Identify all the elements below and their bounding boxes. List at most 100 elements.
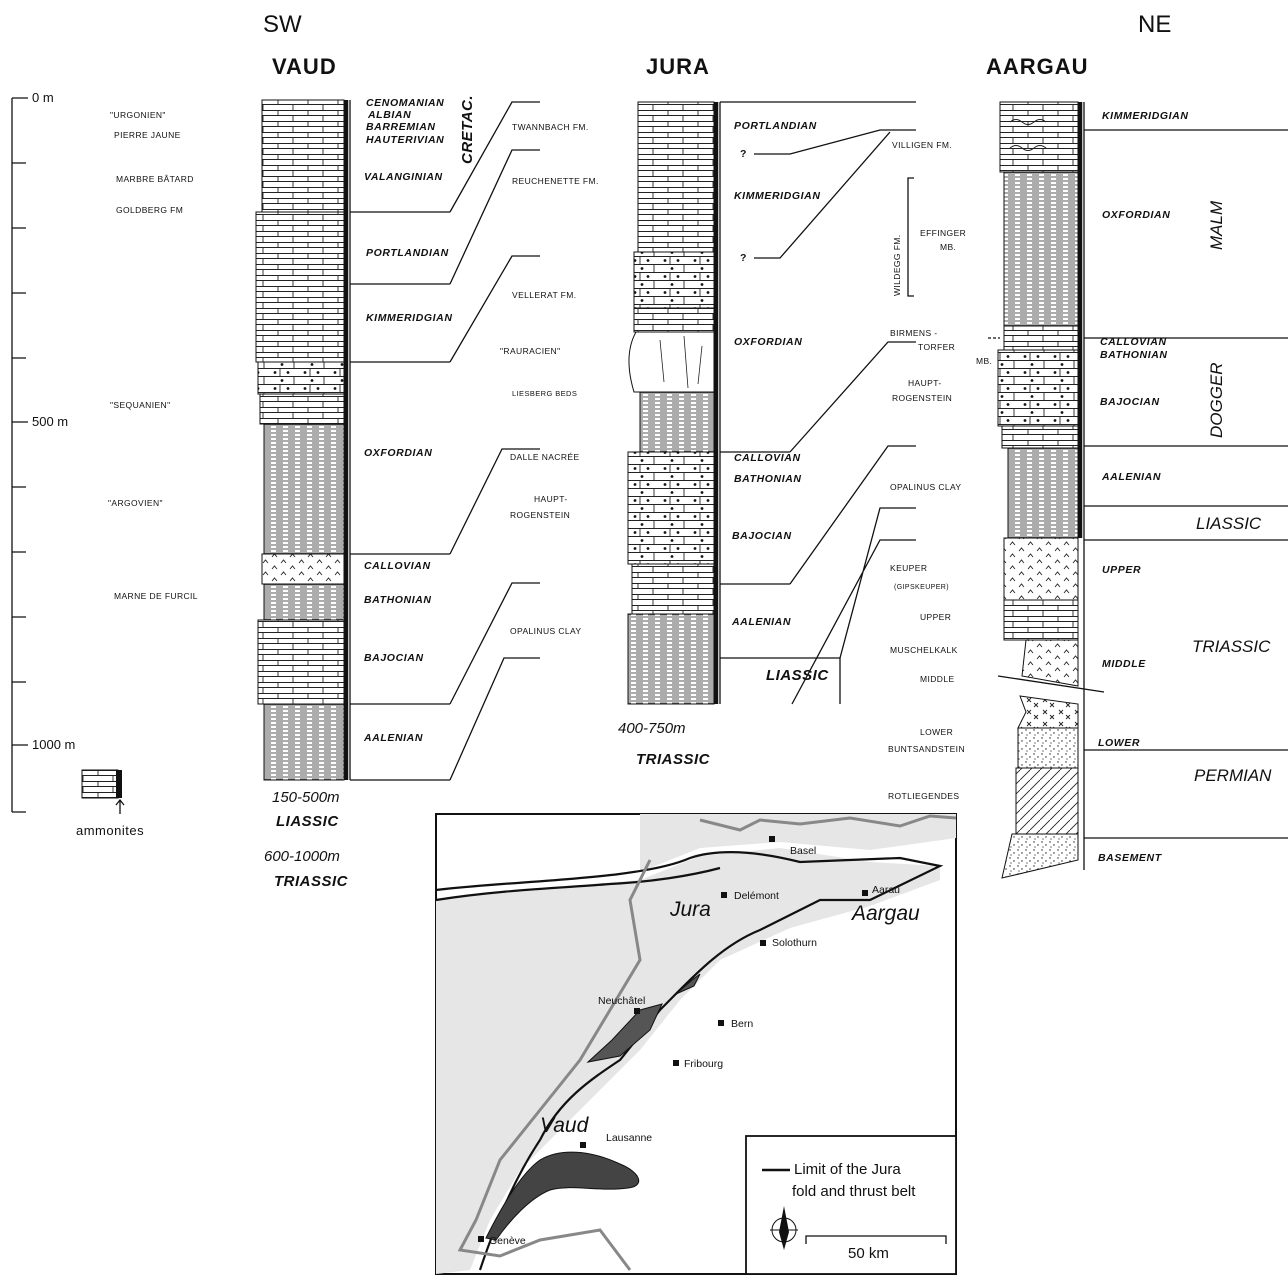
ammonites-label: ammonites: [76, 823, 144, 838]
jura-column: [627, 101, 841, 705]
svg-text:BAJOCIAN: BAJOCIAN: [732, 530, 792, 542]
svg-text:BATHONIAN: BATHONIAN: [734, 473, 802, 485]
svg-text:TWANNBACH FM.: TWANNBACH FM.: [512, 122, 589, 132]
svg-text:LOWER: LOWER: [1098, 737, 1140, 749]
scale-bar-label: 50 km: [848, 1245, 889, 1262]
svg-text:BASEMENT: BASEMENT: [1098, 852, 1163, 864]
svg-text:AALENIAN: AALENIAN: [731, 616, 791, 628]
thickness-scale: 0 m 500 m 1000 m: [11, 90, 75, 813]
svg-text:KIMMERIDGIAN: KIMMERIDGIAN: [366, 312, 453, 324]
svg-text:MB.: MB.: [976, 356, 992, 366]
vaud-column: [255, 99, 450, 781]
query-mark-1: ?: [740, 148, 747, 160]
svg-text:MIDDLE: MIDDLE: [1102, 658, 1146, 670]
svg-text:HAUTERIVIAN: HAUTERIVIAN: [366, 134, 444, 146]
scale-label-1000: 1000 m: [32, 737, 75, 752]
svg-text:HAUPT-: HAUPT-: [908, 378, 942, 388]
svg-text:PERMIAN: PERMIAN: [1194, 766, 1272, 785]
svg-text:UPPER: UPPER: [1102, 564, 1141, 576]
svg-text:ROGENSTEIN: ROGENSTEIN: [510, 510, 570, 520]
svg-text:OXFORDIAN: OXFORDIAN: [1102, 209, 1170, 221]
svg-text:BAJOCIAN: BAJOCIAN: [364, 652, 424, 664]
svg-text:CALLOVIAN: CALLOVIAN: [734, 452, 801, 464]
jura-formation-labels: TWANNBACH FM. REUCHENETTE FM. VELLERAT F…: [500, 122, 598, 636]
svg-text:"SEQUANIEN": "SEQUANIEN": [110, 400, 171, 410]
svg-text:ALBIAN: ALBIAN: [367, 109, 411, 121]
svg-text:LIASSIC: LIASSIC: [766, 667, 829, 684]
vaud-thickness: 150-500m LIASSIC 600-1000m TRIASSIC: [264, 789, 348, 890]
svg-text:BARREMIAN: BARREMIAN: [366, 121, 436, 133]
svg-text:Aarau: Aarau: [872, 884, 900, 896]
svg-text:LOWER: LOWER: [920, 727, 953, 737]
svg-text:OPALINUS CLAY: OPALINUS CLAY: [510, 626, 582, 636]
svg-text:PIERRE JAUNE: PIERRE JAUNE: [114, 130, 181, 140]
svg-text:KIMMERIDGIAN: KIMMERIDGIAN: [734, 190, 821, 202]
svg-text:150-500m: 150-500m: [272, 789, 340, 806]
svg-text:DALLE NACRÉE: DALLE NACRÉE: [510, 452, 580, 462]
svg-text:VELLERAT FM.: VELLERAT FM.: [512, 290, 576, 300]
svg-text:VALANGINIAN: VALANGINIAN: [364, 171, 443, 183]
scale-label-0: 0 m: [32, 90, 54, 105]
svg-text:Bern: Bern: [731, 1018, 753, 1030]
svg-text:VILLIGEN FM.: VILLIGEN FM.: [892, 140, 952, 150]
aargau-formation-labels: VILLIGEN FM. WILDEGG FM. EFFINGER MB. BI…: [888, 140, 1000, 801]
svg-text:DOGGER: DOGGER: [1207, 362, 1226, 438]
svg-text:LIASSIC: LIASSIC: [276, 813, 339, 830]
svg-text:(GIPSKEUPER): (GIPSKEUPER): [894, 584, 949, 591]
svg-text:400-750m: 400-750m: [618, 720, 686, 737]
svg-text:BAJOCIAN: BAJOCIAN: [1100, 396, 1160, 408]
aargau-title: AARGAU: [986, 54, 1089, 79]
svg-text:ROGENSTEIN: ROGENSTEIN: [892, 393, 952, 403]
svg-text:Limit of the Jura: Limit of the Jura: [794, 1161, 901, 1178]
jura-thickness: 400-750m TRIASSIC: [618, 720, 711, 768]
svg-text:MUSCHELKALK: MUSCHELKALK: [890, 645, 958, 655]
svg-text:MALM: MALM: [1207, 200, 1226, 250]
svg-text:MARNE DE FURCIL: MARNE DE FURCIL: [114, 591, 198, 601]
svg-text:Neuchâtel: Neuchâtel: [598, 995, 645, 1007]
svg-text:UPPER: UPPER: [920, 612, 951, 622]
scale-label-500: 500 m: [32, 414, 68, 429]
vaud-jura-correlation-lines: [449, 101, 540, 781]
svg-text:Lausanne: Lausanne: [606, 1132, 652, 1144]
svg-text:CENOMANIAN: CENOMANIAN: [366, 97, 444, 109]
direction-sw: SW: [263, 11, 302, 38]
svg-text:LIESBERG BEDS: LIESBERG BEDS: [512, 389, 577, 398]
svg-text:Basel: Basel: [790, 845, 816, 857]
ammonite-legend: ammonites: [76, 769, 144, 838]
svg-text:EFFINGER: EFFINGER: [920, 228, 966, 238]
svg-text:PORTLANDIAN: PORTLANDIAN: [366, 247, 449, 259]
svg-text:LIASSIC: LIASSIC: [1196, 514, 1262, 533]
svg-text:CALLOVIAN: CALLOVIAN: [1100, 336, 1167, 348]
direction-ne: NE: [1138, 11, 1171, 38]
vaud-stage-labels: CENOMANIAN ALBIAN BARREMIAN HAUTERIVIAN …: [363, 95, 476, 744]
svg-text:MIDDLE: MIDDLE: [920, 674, 955, 684]
aargau-stage-labels: KIMMERIDGIAN OXFORDIAN CALLOVIAN BATHONI…: [1098, 110, 1189, 864]
svg-text:OPALINUS CLAY: OPALINUS CLAY: [890, 482, 962, 492]
svg-text:MB.: MB.: [940, 242, 956, 252]
svg-text:TRIASSIC: TRIASSIC: [636, 751, 711, 768]
svg-text:TORFER: TORFER: [918, 342, 955, 352]
svg-text:"URGONIEN": "URGONIEN": [110, 110, 166, 120]
vaud-title: VAUD: [272, 54, 337, 79]
jura-title: JURA: [646, 54, 710, 79]
svg-text:Genève: Genève: [489, 1235, 526, 1247]
svg-text:TRIASSIC: TRIASSIC: [1192, 637, 1271, 656]
north-arrow-icon: [770, 1206, 798, 1250]
svg-text:GOLDBERG FM: GOLDBERG FM: [116, 205, 183, 215]
svg-text:KIMMERIDGIAN: KIMMERIDGIAN: [1102, 110, 1189, 122]
vaud-formation-labels: "URGONIEN" PIERRE JAUNE MARBRE BÂTARD GO…: [108, 110, 198, 601]
svg-text:HAUPT-: HAUPT-: [534, 494, 568, 504]
svg-text:BIRMENS -: BIRMENS -: [890, 328, 938, 338]
jura-stage-labels: PORTLANDIAN KIMMERIDGIAN OXFORDIAN CALLO…: [731, 120, 829, 684]
location-map: Basel Delémont Aarau Solothurn Neuchâtel…: [435, 813, 957, 1275]
svg-text:OXFORDIAN: OXFORDIAN: [364, 447, 432, 459]
svg-text:PORTLANDIAN: PORTLANDIAN: [734, 120, 817, 132]
svg-text:"RAURACIEN": "RAURACIEN": [500, 346, 561, 356]
svg-text:Solothurn: Solothurn: [772, 937, 817, 949]
svg-text:AALENIAN: AALENIAN: [1101, 471, 1161, 483]
svg-text:Fribourg: Fribourg: [684, 1058, 723, 1070]
svg-text:fold and thrust belt: fold and thrust belt: [792, 1183, 916, 1200]
svg-text:600-1000m: 600-1000m: [264, 848, 340, 865]
svg-text:"ARGOVIEN": "ARGOVIEN": [108, 498, 163, 508]
map-legend: Limit of the Jura fold and thrust belt 5…: [745, 1135, 957, 1275]
